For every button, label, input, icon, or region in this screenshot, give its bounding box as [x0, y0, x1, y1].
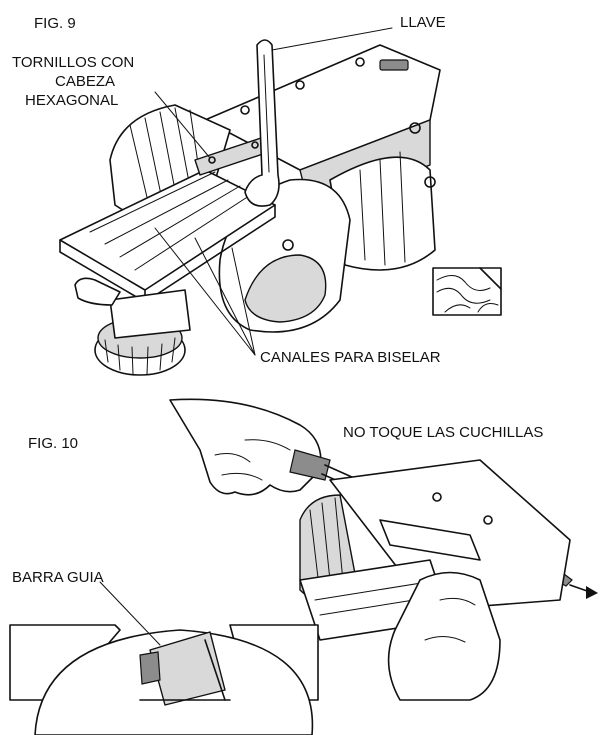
label-wrench: LLAVE	[400, 14, 446, 31]
fig9-leader-lines	[154, 27, 393, 356]
guide-bar-leader-line	[99, 581, 161, 646]
fig9-title: FIG. 9	[34, 15, 76, 32]
label-hex-screws-line2: CABEZA	[55, 73, 115, 90]
fig10-planer-drawing	[299, 459, 598, 701]
fig10-title: FIG. 10	[28, 435, 78, 452]
guide-bar-inset	[9, 624, 319, 735]
label-do-not-touch-blades: NO TOQUE LAS CUCHILLAS	[343, 424, 543, 441]
label-hex-screws-line3: HEXAGONAL	[25, 92, 118, 109]
label-bevel-grooves: CANALES PARA BISELAR	[260, 349, 441, 366]
label-hex-screws-line1: TORNILLOS CON	[12, 54, 134, 71]
label-guide-bar: BARRA GUIA	[12, 569, 104, 586]
wood-grain-inset	[432, 267, 502, 316]
fig9-planer-drawing	[59, 39, 441, 376]
